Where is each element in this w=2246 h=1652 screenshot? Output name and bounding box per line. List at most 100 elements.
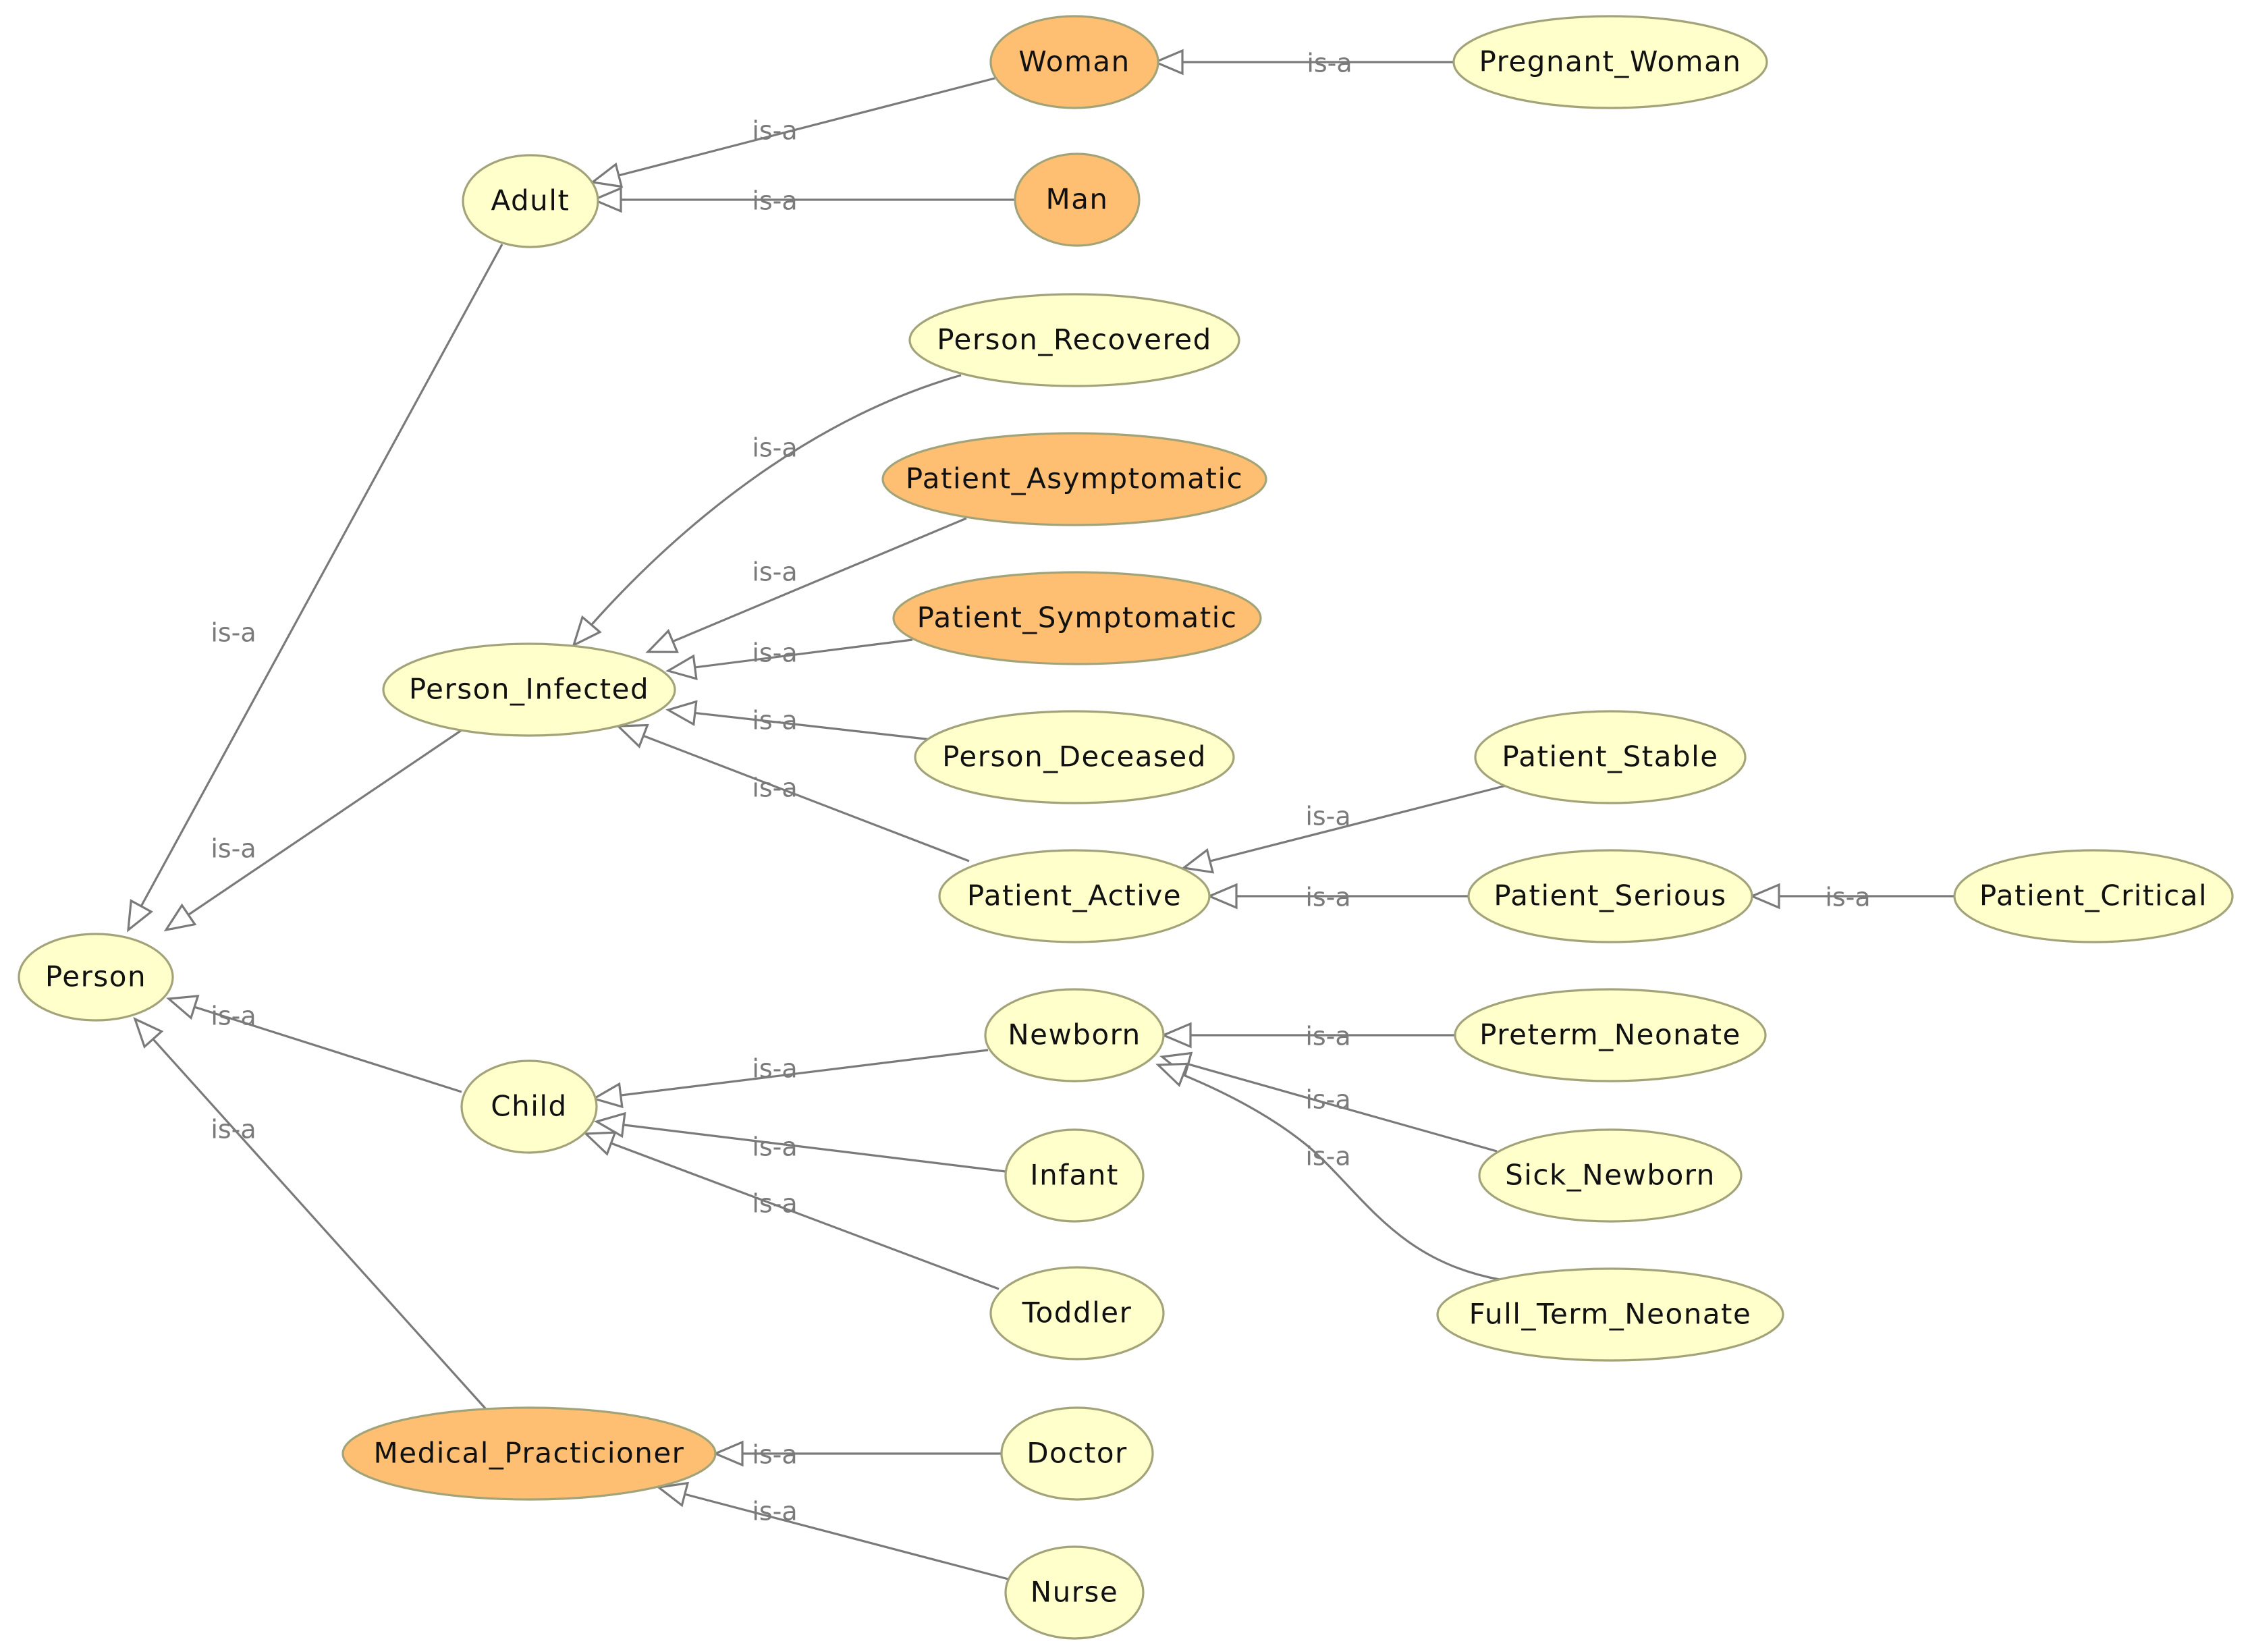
edge-preterm-neonate-to-newborn: is-a bbox=[1160, 1022, 1455, 1051]
edge-arrowhead bbox=[593, 1111, 626, 1138]
edge-label: is-a bbox=[752, 186, 797, 216]
edge-newborn-to-child: is-a bbox=[591, 1049, 989, 1109]
node-ellipse[interactable] bbox=[1014, 153, 1141, 247]
node-ellipse[interactable] bbox=[462, 154, 599, 248]
node-ellipse[interactable] bbox=[1452, 15, 1768, 109]
edge-arrowhead bbox=[1206, 883, 1238, 910]
node-ellipse[interactable] bbox=[989, 15, 1159, 109]
node-ellipse[interactable] bbox=[914, 710, 1235, 804]
edge-line bbox=[592, 77, 995, 184]
edge-full-term-neonate-to-newborn: is-a bbox=[1155, 1062, 1500, 1281]
node-ellipse[interactable] bbox=[1953, 849, 2234, 943]
node-ellipse[interactable] bbox=[938, 849, 1211, 943]
node-adult[interactable]: Adult bbox=[462, 154, 599, 248]
node-ellipse[interactable] bbox=[382, 642, 676, 737]
edge-medical-practicioner-to-person: is-a bbox=[133, 1016, 487, 1410]
node-ellipse[interactable] bbox=[1000, 1406, 1154, 1501]
node-woman[interactable]: Woman bbox=[989, 15, 1159, 109]
node-infant[interactable]: Infant bbox=[1004, 1128, 1145, 1223]
node-newborn[interactable]: Newborn bbox=[984, 988, 1165, 1082]
node-sick-newborn[interactable]: Sick_Newborn bbox=[1478, 1128, 1743, 1223]
edge-line bbox=[1183, 784, 1507, 869]
node-label: Nurse bbox=[1031, 1576, 1119, 1609]
node-person-infected[interactable]: Person_Infected bbox=[382, 642, 676, 737]
node-label: Preterm_Neonate bbox=[1479, 1018, 1741, 1051]
edge-nurse-to-medical-practicioner: is-a bbox=[656, 1481, 1009, 1580]
node-label: Newborn bbox=[1008, 1018, 1141, 1051]
node-toddler[interactable]: Toddler bbox=[989, 1266, 1165, 1360]
node-ellipse[interactable] bbox=[1478, 1128, 1743, 1223]
node-doctor[interactable]: Doctor bbox=[1000, 1406, 1154, 1501]
edge-arrowhead bbox=[591, 1082, 624, 1109]
node-ellipse[interactable] bbox=[1004, 1545, 1145, 1640]
edge-label: is-a bbox=[752, 1440, 797, 1470]
edge-label: is-a bbox=[211, 618, 256, 648]
edge-arrowhead bbox=[665, 700, 698, 726]
edge-label: is-a bbox=[1307, 49, 1352, 78]
node-patient-serious[interactable]: Patient_Serious bbox=[1467, 849, 1753, 943]
node-ellipse[interactable] bbox=[460, 1059, 598, 1154]
node-ellipse[interactable] bbox=[1004, 1128, 1145, 1223]
node-patient-active[interactable]: Patient_Active bbox=[938, 849, 1211, 943]
edge-layer: is-a is-a is-a is-a is-a is-a is-a is-a is-a is-a… bbox=[127, 49, 1954, 1580]
edge-label: is-a bbox=[211, 1115, 256, 1145]
node-ellipse[interactable] bbox=[1454, 988, 1767, 1082]
node-ellipse[interactable] bbox=[984, 988, 1165, 1082]
node-man[interactable]: Man bbox=[1014, 153, 1141, 247]
node-full-term-neonate[interactable]: Full_Term_Neonate bbox=[1436, 1267, 1784, 1362]
node-label: Woman bbox=[1018, 45, 1130, 78]
edge-label: is-a bbox=[211, 1001, 256, 1031]
edge-label: is-a bbox=[752, 1054, 797, 1084]
node-label: Person bbox=[45, 960, 146, 993]
node-label: Patient_Critical bbox=[1979, 879, 2208, 912]
node-ellipse[interactable] bbox=[341, 1406, 717, 1501]
edge-line bbox=[667, 638, 913, 672]
edge-arrowhead bbox=[615, 723, 649, 749]
node-pregnant-woman[interactable]: Pregnant_Woman bbox=[1452, 15, 1768, 109]
edge-arrowhead bbox=[166, 995, 200, 1020]
edge-toddler-to-child: is-a bbox=[583, 1131, 999, 1290]
edge-label: is-a bbox=[1305, 802, 1350, 831]
edge-label: is-a bbox=[752, 1132, 797, 1162]
edge-label: is-a bbox=[211, 834, 256, 864]
edge-label: is-a bbox=[752, 116, 797, 146]
edge-arrowhead bbox=[127, 899, 153, 933]
node-ellipse[interactable] bbox=[892, 571, 1262, 665]
node-nurse[interactable]: Nurse bbox=[1004, 1545, 1145, 1640]
node-label: Patient_Asymptomatic bbox=[906, 462, 1243, 495]
node-patient-asymptomatic[interactable]: Patient_Asymptomatic bbox=[881, 432, 1267, 526]
node-child[interactable]: Child bbox=[460, 1059, 598, 1154]
edge-line bbox=[647, 517, 967, 653]
node-patient-symptomatic[interactable]: Patient_Symptomatic bbox=[892, 571, 1262, 665]
node-label: Person_Infected bbox=[409, 673, 649, 706]
edge-label: is-a bbox=[1305, 1085, 1350, 1115]
node-patient-critical[interactable]: Patient_Critical bbox=[1953, 849, 2234, 943]
node-ellipse[interactable] bbox=[1436, 1267, 1784, 1362]
node-medical-practicioner[interactable]: Medical_Practicioner bbox=[341, 1406, 717, 1501]
node-ellipse[interactable] bbox=[989, 1266, 1165, 1360]
node-ellipse[interactable] bbox=[908, 293, 1240, 387]
edge-line bbox=[618, 725, 970, 862]
node-ellipse[interactable] bbox=[1467, 849, 1753, 943]
node-patient-stable[interactable]: Patient_Stable bbox=[1474, 710, 1747, 804]
edge-label: is-a bbox=[752, 557, 797, 587]
edge-line bbox=[168, 997, 462, 1093]
node-ellipse[interactable] bbox=[881, 432, 1267, 526]
edge-arrowhead bbox=[1181, 848, 1215, 874]
node-label: Child bbox=[491, 1090, 567, 1123]
node-person[interactable]: Person bbox=[18, 933, 174, 1022]
node-person-deceased[interactable]: Person_Deceased bbox=[914, 710, 1235, 804]
edge-arrowhead bbox=[590, 162, 624, 188]
edge-line bbox=[658, 1486, 1009, 1580]
edge-line bbox=[596, 1120, 1006, 1173]
node-ellipse[interactable] bbox=[1474, 710, 1747, 804]
node-person-recovered[interactable]: Person_Recovered bbox=[908, 293, 1240, 387]
node-ellipse[interactable] bbox=[18, 933, 174, 1022]
edge-patient-critical-to-patient-serious: is-a bbox=[1749, 883, 1954, 912]
edge-arrowhead bbox=[572, 615, 602, 648]
edge-label: is-a bbox=[752, 638, 797, 668]
node-label: Infant bbox=[1030, 1159, 1119, 1192]
node-preterm-neonate[interactable]: Preterm_Neonate bbox=[1454, 988, 1767, 1082]
